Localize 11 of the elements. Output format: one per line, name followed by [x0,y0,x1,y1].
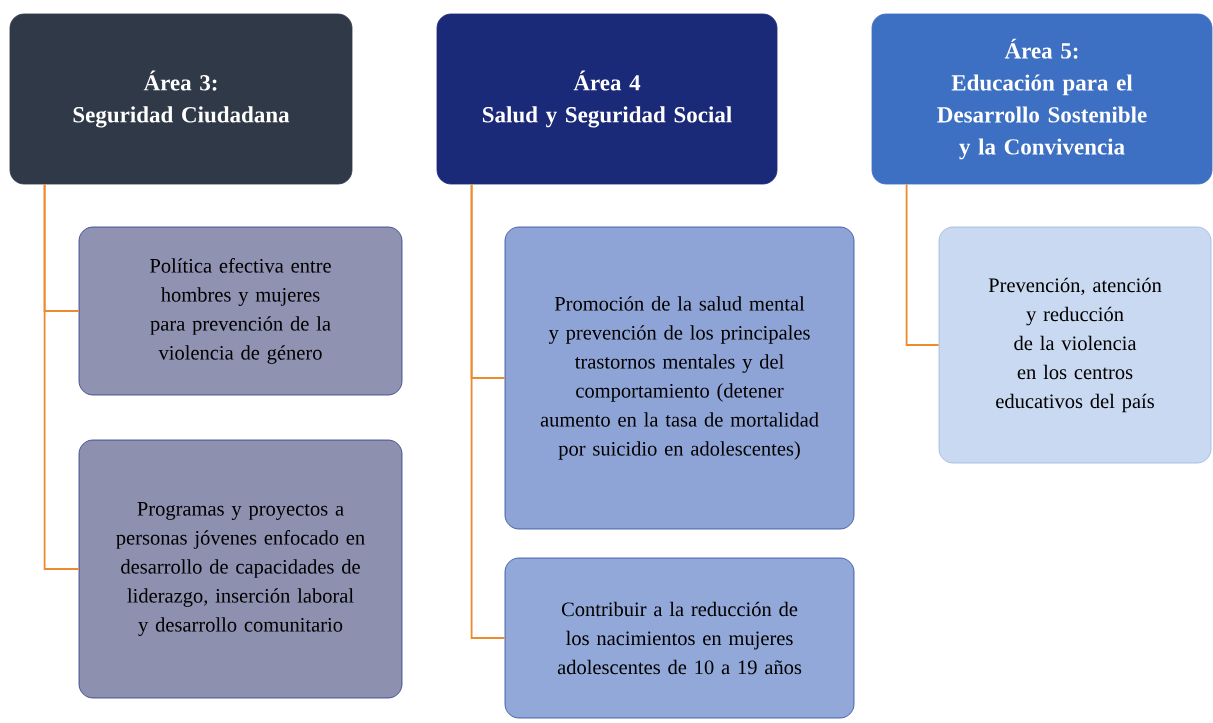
connector-line [43,183,80,570]
connector-line [470,183,506,639]
connector-line [905,183,940,346]
goal-box: Promoción de la salud mental y prevención de los principales trastornos mentales y del comportamiento (detener aumento en la tasa de mortalidad por suicidio en adolescentes) [504,226,855,530]
area-header-box: Área 4 Salud y Seguridad Social [436,13,778,185]
goal-box: Contribuir a la reducción de los nacimientos en mujeres adolescentes de 10 a 19 años [504,557,855,719]
goal-box: Política efectiva entre hombres y mujeres para prevención de la violencia de género [78,226,403,396]
area-header-box: Área 5: Educación para el Desarrollo Sostenible y la Convivencia [871,13,1213,185]
goal-box: Programas y proyectos a personas jóvenes enfocado en desarrollo de capacidades de liderazgo, inserción laboral y desarrollo comunitario [78,439,403,699]
area-header-box: Área 3: Seguridad Ciudadana [9,13,353,185]
goal-box: Prevención, atención y reducción de la violencia en los centros educativos del país [938,226,1212,464]
